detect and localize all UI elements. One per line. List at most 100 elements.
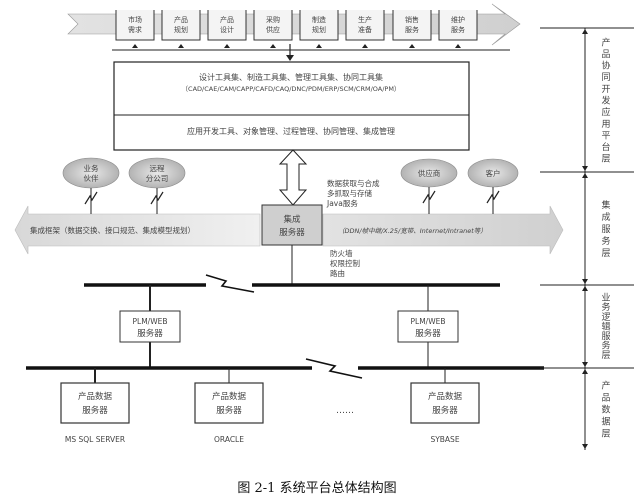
process-stage-label: 制造 bbox=[312, 15, 326, 24]
note-bottom-1: 防火墙 bbox=[330, 248, 353, 258]
arrowhead-icon bbox=[582, 369, 588, 374]
database-name: MS SQL SERVER bbox=[65, 435, 125, 444]
wireless-link-icon bbox=[422, 190, 436, 204]
arrowhead-icon bbox=[582, 444, 588, 449]
integration-server-label-1: 集成 bbox=[283, 214, 301, 225]
integration-server-box bbox=[261, 204, 323, 246]
process-stage-label: 采购 bbox=[266, 15, 280, 24]
svg-text:务: 务 bbox=[601, 340, 610, 352]
up-arrow-icon bbox=[270, 44, 276, 48]
platform-box: 设计工具集、制造工具集、管理工具集、协同工具集 （CAD/CAE/CAM/CAP… bbox=[113, 61, 470, 151]
note-bottom-2: 权限控制 bbox=[330, 258, 360, 268]
database-name: ORACLE bbox=[214, 435, 244, 444]
svg-text:辑: 辑 bbox=[601, 320, 610, 332]
arrowhead-icon bbox=[582, 362, 588, 367]
data-server-label-1: 产品数据 bbox=[212, 391, 247, 402]
process-stage-label: 服务 bbox=[451, 25, 465, 34]
process-stage-label: 市场 bbox=[128, 15, 142, 24]
svg-text:务: 务 bbox=[601, 235, 610, 247]
svg-text:伙伴: 伙伴 bbox=[84, 173, 99, 183]
svg-text:品: 品 bbox=[601, 49, 610, 60]
svg-text:层: 层 bbox=[601, 429, 610, 440]
web-server-label-2: 服务器 bbox=[415, 328, 441, 339]
process-stage-label: 生产 bbox=[358, 15, 372, 24]
note-top-1: 数据获取与合成 bbox=[327, 178, 380, 188]
svg-text:品: 品 bbox=[601, 393, 610, 404]
wireless-link-icon bbox=[150, 191, 164, 205]
figure-caption: 图 2-1 系统平台总体结构图 bbox=[237, 481, 396, 496]
process-stage-label: 准备 bbox=[358, 25, 372, 34]
svg-text:用: 用 bbox=[601, 119, 610, 130]
svg-text:应: 应 bbox=[601, 106, 610, 118]
svg-text:层: 层 bbox=[601, 154, 610, 165]
ellipse-business-partner: 业务 伙伴 bbox=[62, 157, 120, 214]
up-arrow-icon bbox=[178, 44, 184, 48]
svg-text:据: 据 bbox=[601, 416, 610, 428]
database-name: SYBASE bbox=[430, 435, 459, 444]
process-stage-label: 销售 bbox=[405, 15, 419, 24]
note-top-2: 多抓取与存储 bbox=[327, 188, 372, 198]
integration-server-label-2: 服务器 bbox=[279, 227, 305, 238]
note-top-3: Java服务 bbox=[326, 198, 358, 208]
svg-text:开: 开 bbox=[601, 84, 610, 95]
svg-text:逻: 逻 bbox=[601, 312, 610, 323]
process-stage-label: 产品 bbox=[174, 15, 188, 24]
web-server-label-2: 服务器 bbox=[137, 328, 163, 339]
svg-text:层: 层 bbox=[601, 350, 610, 361]
data-server-label-2: 服务器 bbox=[216, 405, 242, 416]
plm-web-server: PLM/WEB 服务器 bbox=[397, 285, 459, 368]
tools-line: 设计工具集、制造工具集、管理工具集、协同工具集 bbox=[199, 72, 383, 82]
arrowhead-icon bbox=[582, 166, 588, 171]
process-stage-label: 规划 bbox=[174, 25, 188, 34]
process-stage-label: 产品 bbox=[220, 15, 234, 24]
data-server-label-1: 产品数据 bbox=[428, 391, 463, 402]
integration-left-arrow bbox=[14, 205, 261, 255]
process-stage-label: 维护 bbox=[451, 15, 465, 24]
svg-text:台: 台 bbox=[601, 141, 610, 153]
svg-text:分公司: 分公司 bbox=[146, 174, 169, 183]
data-server-label-1: 产品数据 bbox=[78, 391, 113, 402]
svg-text:协: 协 bbox=[601, 60, 610, 72]
up-arrow-icon bbox=[316, 44, 322, 48]
svg-text:业: 业 bbox=[601, 293, 610, 304]
svg-text:产: 产 bbox=[601, 36, 610, 48]
web-server-label-1: PLM/WEB bbox=[411, 317, 446, 326]
svg-text:产: 产 bbox=[601, 380, 610, 392]
wan-link-icon bbox=[305, 358, 363, 379]
wan-link-icon bbox=[205, 274, 255, 293]
up-arrow-icon bbox=[409, 44, 415, 48]
svg-text:供应商: 供应商 bbox=[418, 168, 441, 178]
arrowhead-icon bbox=[582, 279, 588, 284]
svg-text:平: 平 bbox=[601, 130, 610, 141]
wireless-link-icon bbox=[84, 191, 98, 205]
process-stage-label: 服务 bbox=[405, 25, 419, 34]
integration-right-arrow bbox=[322, 205, 564, 255]
tools-acronyms: （CAD/CAE/CAM/CAPP/CAFD/CAQ/DNC/PDM/ERP/S… bbox=[182, 85, 401, 93]
svg-text:集: 集 bbox=[601, 199, 610, 211]
data-server-label-2: 服务器 bbox=[82, 405, 108, 416]
up-arrow-icon bbox=[224, 44, 230, 48]
svg-text:客户: 客户 bbox=[486, 168, 501, 178]
ellipse-remote-branch: 远程 分公司 bbox=[128, 157, 186, 214]
data-server-label-2: 服务器 bbox=[432, 405, 458, 416]
svg-text:服: 服 bbox=[601, 331, 610, 342]
process-stage-label: 需求 bbox=[128, 25, 142, 34]
svg-text:服: 服 bbox=[601, 224, 610, 235]
more-servers-ellipsis: …… bbox=[336, 406, 354, 416]
wireless-link-icon bbox=[486, 190, 500, 204]
process-stage-label: 规划 bbox=[312, 25, 326, 34]
ellipse-customer: 客户 bbox=[467, 158, 519, 214]
